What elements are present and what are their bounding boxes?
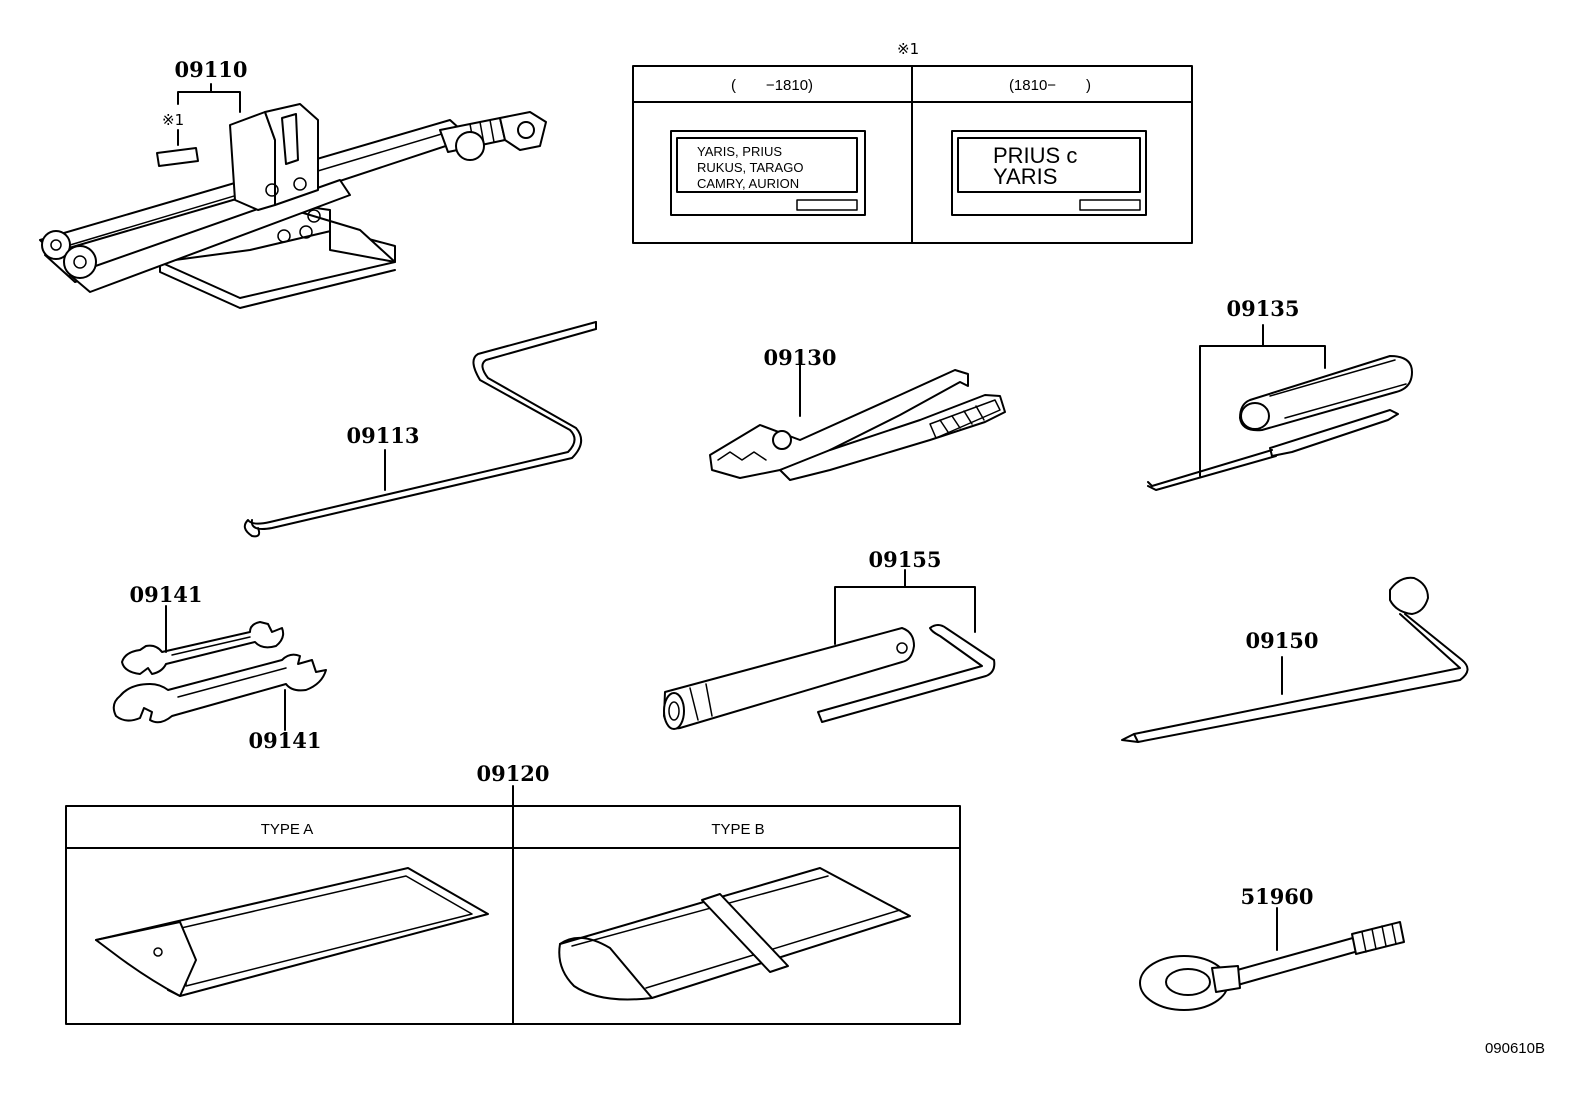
right-plate-line-1: PRIUS c (993, 143, 1077, 168)
towing-eye (1139, 921, 1405, 1011)
tool-bag-type-a (95, 867, 489, 997)
label-table (632, 65, 1193, 244)
part-number-09110: 09110 (174, 57, 247, 82)
jack-handle (243, 321, 597, 538)
plug-wrench (663, 624, 996, 730)
part-number-09135: 09135 (1226, 296, 1299, 321)
label-table-right-header: (1810− ) (1009, 77, 1091, 94)
part-number-09150: 09150 (1245, 628, 1318, 653)
screwdriver-callout (1199, 324, 1326, 477)
plug-wrench-callout (834, 569, 976, 645)
part-number-09130: 09130 (763, 345, 836, 370)
part-number-09155: 09155 (868, 547, 941, 572)
wrench-large (112, 653, 327, 724)
tool-bag-type-b (558, 867, 911, 1001)
wrench-small (121, 621, 285, 675)
jack-callout (177, 83, 241, 146)
part-number-09113: 09113 (346, 423, 419, 448)
label-table-reference-mark: ※1 (897, 40, 919, 58)
bag-type-a-label: TYPE A (261, 821, 314, 838)
pliers (709, 364, 1006, 481)
part-number-09141-lower: 09141 (248, 728, 321, 753)
diagram-code: 090610B (1485, 1040, 1545, 1057)
left-plate-line-1: YARIS, PRIUS (697, 144, 782, 159)
part-number-09141-upper: 09141 (129, 582, 202, 607)
left-plate-line-2: RUKUS, TARAGO (697, 160, 803, 175)
scissor-jack (39, 103, 547, 309)
screwdriver (1147, 355, 1413, 491)
right-plate-line-2: YARIS (993, 164, 1057, 189)
bag-type-b-label: TYPE B (711, 821, 764, 838)
jack-reference-mark: ※1 (162, 111, 184, 129)
left-plate-line-3: CAMRY, AURION (697, 176, 799, 191)
label-table-left-header: ( −1810) (731, 77, 813, 94)
part-number-09120: 09120 (476, 761, 549, 786)
tool-bag-table (65, 805, 961, 1025)
part-number-51960: 51960 (1240, 884, 1313, 909)
lug-wrench (1121, 576, 1469, 743)
